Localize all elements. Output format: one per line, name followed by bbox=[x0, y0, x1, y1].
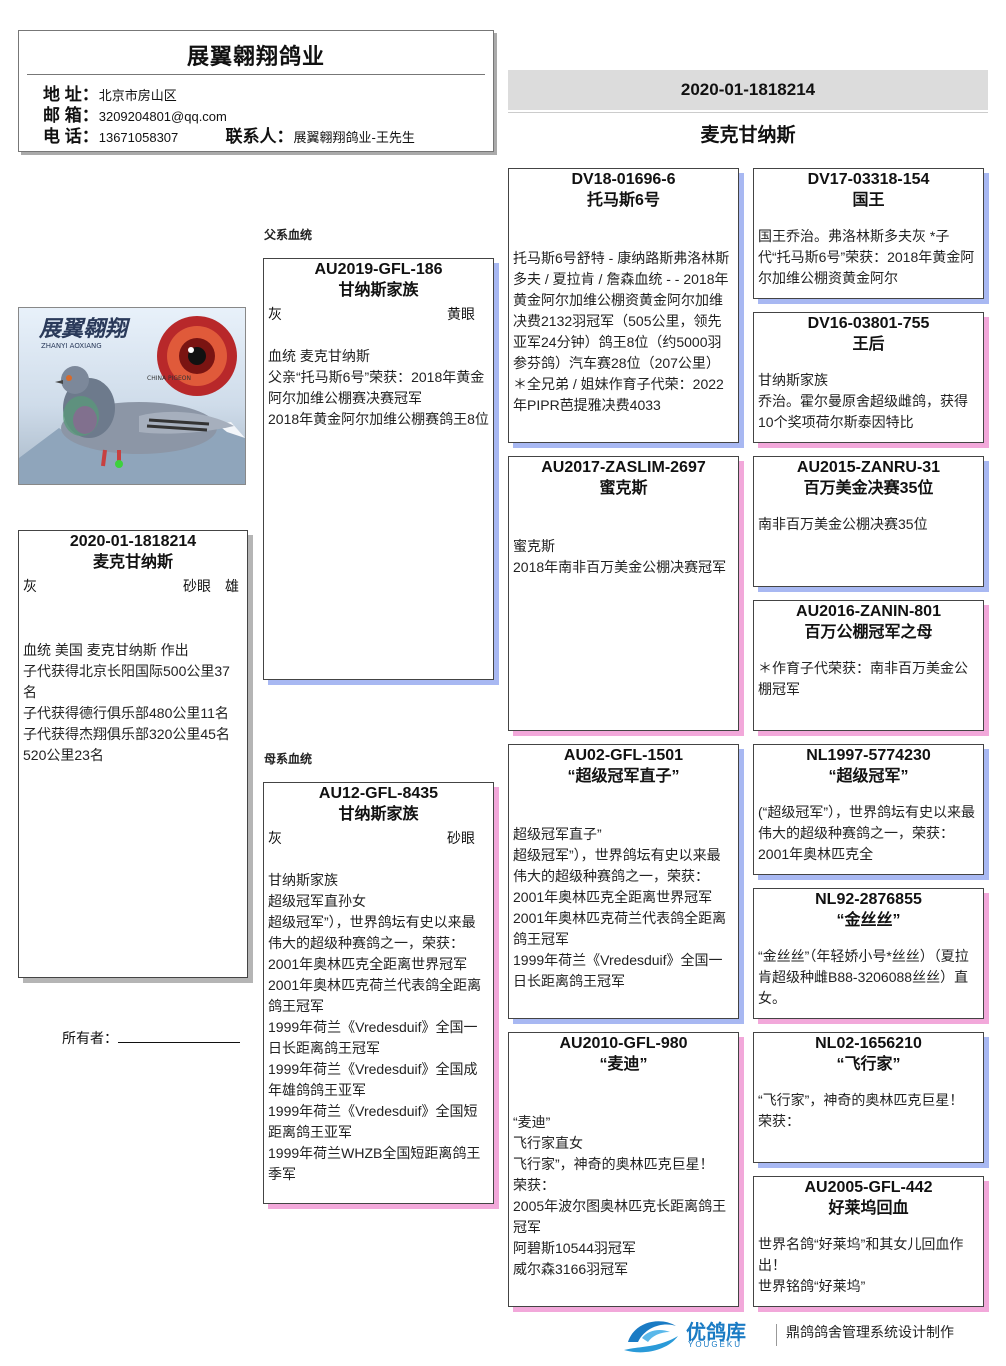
sire-description: 血统 麦克甘纳斯 父亲“托马斯6号”荣获：2018年黄金阿尔加维公棚赛决赛冠军 … bbox=[268, 346, 489, 430]
pigeon-illustration: 展翼翱翔 ZHANYI AOXIANG CHINA PIGEON bbox=[19, 308, 245, 484]
pigeon-ring-banner: 2020-01-1818214 bbox=[508, 70, 988, 110]
gen4-card: DV17-03318-154 国王 国王乔治。弗洛林斯多夫灰 *子代“托马斯6号… bbox=[753, 168, 984, 299]
footer-divider bbox=[776, 1324, 777, 1346]
gen4-description: “金丝丝”（年轻娇小号*丝丝）（夏拉肯超级种雌B88-3206088丝丝）直女。 bbox=[758, 946, 979, 1009]
sire-color: 灰 bbox=[268, 304, 282, 325]
subject-description: 血统 美国 麦克甘纳斯 作出 子代获得北京长阳国际500公里37名 子代获得德行… bbox=[23, 640, 243, 766]
gen4-card: AU2016-ZANIN-801 百万公棚冠军之母 ＊作育子代荣获：南非百万美金… bbox=[753, 600, 984, 731]
gen4-ring: NL92-2876855 bbox=[754, 890, 983, 910]
sire-card: AU2019-GFL-186 甘纳斯家族 灰 黄眼 血统 麦克甘纳斯 父亲“托马斯… bbox=[263, 258, 494, 680]
gen4-name: “金丝丝” bbox=[754, 910, 983, 932]
breeder-header: 展翼翱翔鸽业 地 址：北京市房山区 邮 箱：3209204801@qq.com … bbox=[18, 30, 494, 152]
gen4-description: (“超级冠军”），世界鸽坛有史以来最伟大的超级种赛鸽之一，荣获： 2001年奥林… bbox=[758, 802, 979, 865]
breeder-title: 展翼翱翔鸽业 bbox=[19, 39, 493, 71]
granddam-maternal-card: AU2010-GFL-980 “麦迪” “麦迪” 飞行家直女 飞行家”，神奇的奥… bbox=[508, 1032, 739, 1307]
dam-card: AU12-GFL-8435 甘纳斯家族 灰 砂眼 甘纳斯家族 超级冠军直孙女 超级… bbox=[263, 782, 494, 1204]
gen3-name: 蜜克斯 bbox=[509, 478, 738, 500]
gen3-name: “麦迪” bbox=[509, 1054, 738, 1076]
sire-eye: 黄眼 bbox=[447, 304, 475, 325]
gen4-card: NL92-2876855 “金丝丝” “金丝丝”（年轻娇小号*丝丝）（夏拉肯超级… bbox=[753, 888, 984, 1019]
gen4-card: AU2015-ZANRU-31 百万美金决赛35位 南非百万美金公棚决赛35位 bbox=[753, 456, 984, 587]
footer-credit: 鼎鸽鸽舍管理系统设计制作 bbox=[786, 1322, 954, 1342]
email-row: 邮 箱：3209204801@qq.com bbox=[43, 106, 227, 127]
photo-logo-text: 展翼翱翔 bbox=[38, 316, 131, 342]
address-row: 地 址：北京市房山区 bbox=[43, 85, 177, 106]
brand-logo-icon bbox=[620, 1312, 682, 1356]
subject-color: 灰 bbox=[23, 576, 37, 597]
gen4-ring: DV16-03801-755 bbox=[754, 314, 983, 334]
gen4-ring: NL1997-5774230 bbox=[754, 746, 983, 766]
contact-label: 联系人： bbox=[226, 127, 294, 146]
gen3-ring: AU2010-GFL-980 bbox=[509, 1034, 738, 1054]
address-label: 地 址： bbox=[43, 85, 99, 104]
granddam-paternal-card: AU2017-ZASLIM-2697 蜜克斯 蜜克斯 2018年南非百万美金公棚… bbox=[508, 456, 739, 731]
gen4-name: 百万美金决赛35位 bbox=[754, 478, 983, 500]
gen4-ring: AU2016-ZANIN-801 bbox=[754, 602, 983, 622]
pigeon-photo: 展翼翱翔 ZHANYI AOXIANG CHINA PIGEON bbox=[18, 307, 246, 485]
gen4-ring: AU2005-GFL-442 bbox=[754, 1178, 983, 1198]
gen4-description: ＊作育子代荣获：南非百万美金公棚冠军 bbox=[758, 658, 979, 700]
gen3-ring: AU02-GFL-1501 bbox=[509, 746, 738, 766]
address-value: 北京市房山区 bbox=[99, 88, 177, 103]
photo-small-text: CHINA PIGEON bbox=[147, 375, 191, 382]
email-value: 3209204801@qq.com bbox=[99, 109, 227, 124]
phone-label: 电 话： bbox=[43, 127, 99, 146]
gen4-name: 百万公棚冠军之母 bbox=[754, 622, 983, 644]
owner-signature-line bbox=[118, 1030, 240, 1043]
sire-ring: AU2019-GFL-186 bbox=[264, 260, 493, 280]
gen3-description: “麦迪” 飞行家直女 飞行家”，神奇的奥林匹克巨星！ 荣获： 2005年波尔图奥… bbox=[513, 1112, 734, 1280]
footer: 优鸽库 YOUGEKU 鼎鸽鸽舍管理系统设计制作 bbox=[620, 1312, 1000, 1358]
gen4-ring: NL02-1656210 bbox=[754, 1034, 983, 1054]
gen4-description: 国王乔治。弗洛林斯多夫灰 *子代“托马斯6号”荣获：2018年黄金阿尔加维公棚资… bbox=[758, 226, 979, 289]
banner-divider bbox=[508, 112, 988, 113]
gen4-card: NL02-1656210 “飞行家” “飞行家”，神奇的奥林匹克巨星！ 荣获： bbox=[753, 1032, 984, 1163]
pigeon-name-heading: 麦克甘纳斯 bbox=[508, 120, 988, 147]
owner-field: 所有者： bbox=[62, 1028, 240, 1048]
sire-name: 甘纳斯家族 bbox=[264, 280, 493, 302]
gen4-name: “超级冠军” bbox=[754, 766, 983, 788]
email-label: 邮 箱： bbox=[43, 106, 99, 125]
brand-name-en: YOUGEKU bbox=[688, 1340, 742, 1349]
header-divider bbox=[27, 74, 485, 75]
gen4-name: 国王 bbox=[754, 190, 983, 212]
gen3-name: 托马斯6号 bbox=[509, 190, 738, 212]
subject-ring: 2020-01-1818214 bbox=[19, 532, 247, 552]
gen3-ring: AU2017-ZASLIM-2697 bbox=[509, 458, 738, 478]
dam-description: 甘纳斯家族 超级冠军直孙女 超级冠军”），世界鸽坛有史以来最伟大的超级种赛鸽之一… bbox=[268, 870, 489, 1185]
gen4-description: 世界名鸽“好莱坞”和其女儿回血作出！ 世界铭鸽“好莱坞” bbox=[758, 1234, 979, 1297]
subject-pigeon-card: 2020-01-1818214 麦克甘纳斯 灰 砂眼 雄 血统 美国 麦克甘纳斯 … bbox=[18, 530, 248, 978]
gen4-card: DV16-03801-755 王后 甘纳斯家族 乔治。霍尔曼原舍超级雌鸽，获得1… bbox=[753, 312, 984, 443]
dam-name: 甘纳斯家族 bbox=[264, 804, 493, 826]
dam-eye: 砂眼 bbox=[447, 828, 475, 849]
dam-line-label: 母系血统 bbox=[264, 750, 312, 767]
gen4-description: “飞行家”，神奇的奥林匹克巨星！ 荣获： bbox=[758, 1090, 979, 1132]
dam-ring: AU12-GFL-8435 bbox=[264, 784, 493, 804]
owner-label: 所有者： bbox=[62, 1030, 118, 1046]
gen4-name: 王后 bbox=[754, 334, 983, 356]
gen4-card: AU2005-GFL-442 好莱坞回血 世界名鸽“好莱坞”和其女儿回血作出！ … bbox=[753, 1176, 984, 1307]
gen4-description: 南非百万美金公棚决赛35位 bbox=[758, 514, 979, 535]
dam-color: 灰 bbox=[268, 828, 282, 849]
gen3-ring: DV18-01696-6 bbox=[509, 170, 738, 190]
gen3-description: 蜜克斯 2018年南非百万美金公棚决赛冠军 bbox=[513, 536, 734, 578]
photo-sub-text: ZHANYI AOXIANG bbox=[41, 342, 102, 350]
sire-line-label: 父系血统 bbox=[264, 226, 312, 243]
subject-name: 麦克甘纳斯 bbox=[19, 552, 247, 574]
contact-value: 展翼翱翔鸽业-王先生 bbox=[294, 130, 415, 145]
gen3-name: “超级冠军直子” bbox=[509, 766, 738, 788]
phone-row: 电 话：13671058307 联系人：展翼翱翔鸽业-王先生 bbox=[43, 127, 415, 148]
gen4-ring: AU2015-ZANRU-31 bbox=[754, 458, 983, 478]
gen4-card: NL1997-5774230 “超级冠军” (“超级冠军”），世界鸽坛有史以来最… bbox=[753, 744, 984, 875]
gen4-description: 甘纳斯家族 乔治。霍尔曼原舍超级雌鸽，获得10个奖项荷尔斯泰因特比 bbox=[758, 370, 979, 433]
gen4-name: “飞行家” bbox=[754, 1054, 983, 1076]
gen3-description: 托马斯6号舒特 - 康纳路斯弗洛林斯多夫 / 夏拉肯 / 詹森血统 - - 20… bbox=[513, 248, 734, 416]
gen3-description: 超级冠军直子” 超级冠军”），世界鸽坛有史以来最伟大的超级种赛鸽之一，荣获： 2… bbox=[513, 824, 734, 992]
phone-value: 13671058307 bbox=[99, 130, 179, 145]
grandsire-maternal-card: AU02-GFL-1501 “超级冠军直子” 超级冠军直子” 超级冠军”），世界… bbox=[508, 744, 739, 1019]
grandsire-paternal-card: DV18-01696-6 托马斯6号 托马斯6号舒特 - 康纳路斯弗洛林斯多夫 … bbox=[508, 168, 739, 443]
gen4-name: 好莱坞回血 bbox=[754, 1198, 983, 1220]
gen4-ring: DV17-03318-154 bbox=[754, 170, 983, 190]
subject-eye-sex: 砂眼 雄 bbox=[183, 576, 239, 597]
